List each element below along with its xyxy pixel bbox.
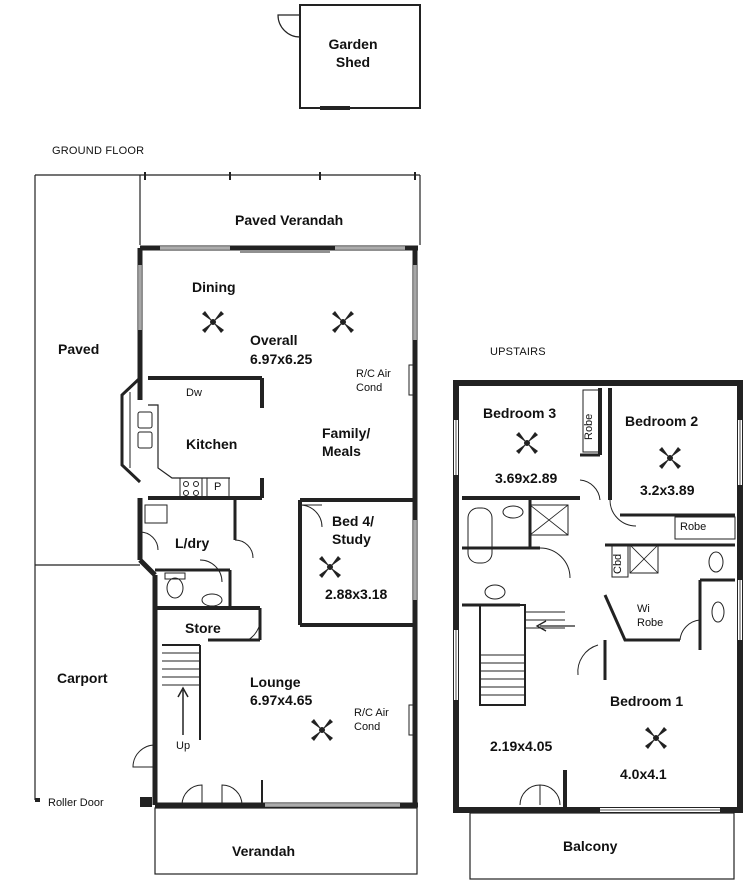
ceiling-fan-icon (659, 447, 681, 469)
family-meals-label: Family/ Meals (322, 425, 371, 459)
bed4-study-label: Bed 4/ Study (332, 513, 375, 547)
ceiling-fan-icon (311, 719, 333, 741)
ceiling-fan-icon (645, 727, 667, 749)
rc-air-cond-lounge-label: R/C Air Cond (354, 707, 389, 733)
bedroom3-name: Bedroom 3 (483, 405, 557, 421)
stair-room-dims: 2.19x4.05 (490, 738, 553, 754)
roller-door-label: Roller Door (48, 797, 104, 809)
ceiling-fan-icon (516, 432, 538, 454)
bedroom2-dims: 3.2x3.89 (640, 482, 695, 498)
store-label: Store (185, 620, 221, 636)
garden-shed (277, 4, 421, 110)
bed4-dims: 2.88x3.18 (325, 586, 388, 602)
walk-in-robe-label: Wi Robe (637, 603, 664, 629)
dining-label: Dining (192, 279, 236, 295)
bedroom3-dims: 3.69x2.89 (495, 470, 558, 486)
upstairs-title: UPSTAIRS (490, 346, 546, 358)
verandah-label: Verandah (232, 843, 296, 859)
bedroom1-dims: 4.0x4.1 (620, 766, 667, 782)
bedroom2-name: Bedroom 2 (625, 413, 699, 429)
lounge-dims: 6.97x4.65 (250, 692, 313, 708)
bedroom1-name: Bedroom 1 (610, 693, 684, 709)
pantry-label: P (214, 481, 222, 493)
ceiling-fan-icon (319, 556, 341, 578)
ceiling-fan-icon (202, 311, 224, 333)
robe-bedroom3-label: Robe (583, 413, 595, 440)
overall-dims: 6.97x6.25 (250, 351, 313, 367)
upstairs-plan (453, 380, 743, 880)
ground-floor-plan (34, 172, 421, 875)
rc-air-cond-label: R/C Air Cond (356, 368, 391, 394)
stairs-up-label: Up (176, 740, 191, 752)
paved-label: Paved (58, 341, 100, 357)
ceiling-fan-icon (332, 311, 354, 333)
balcony-label: Balcony (563, 838, 618, 854)
dishwasher-label: Dw (186, 387, 202, 399)
overall-name: Overall (250, 332, 298, 348)
ground-floor-title: GROUND FLOOR (52, 145, 145, 157)
robe-bedroom2-label: Robe (680, 521, 707, 533)
carport-label: Carport (57, 670, 108, 686)
cupboard-label: Cbd (612, 553, 624, 574)
paved-verandah-label: Paved Verandah (235, 212, 344, 228)
garden-shed-label: Garden Shed (328, 36, 378, 70)
lounge-name: Lounge (250, 674, 301, 690)
laundry-label: L/dry (175, 535, 210, 551)
kitchen-label: Kitchen (186, 436, 238, 452)
